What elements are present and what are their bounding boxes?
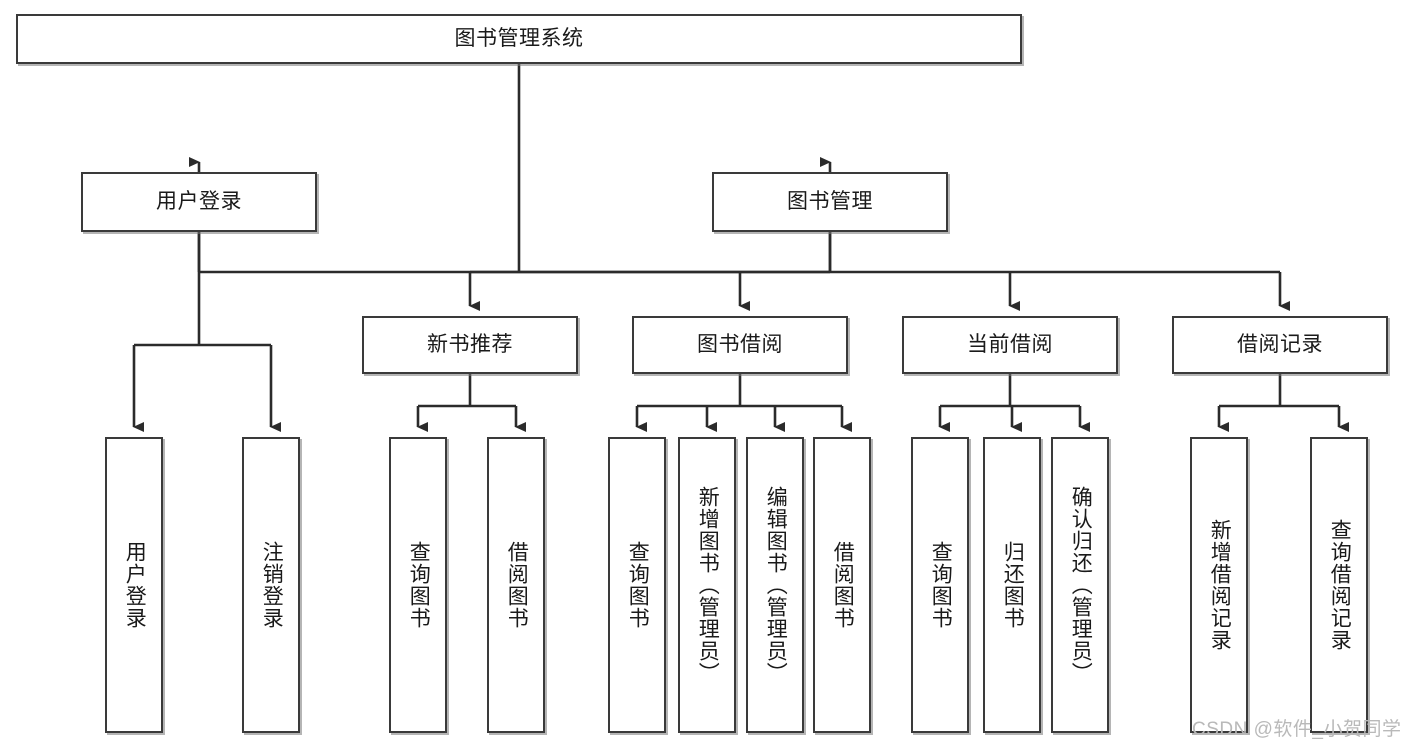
node-leaf-logout[interactable]: 注销登录 [242,437,300,733]
node-book-borrow[interactable]: 图书借阅 [632,316,848,374]
node-user-login-label: 用户登录 [156,189,242,213]
node-leaf-return-book[interactable]: 归还图书 [983,437,1041,733]
node-leaf-query-book-1-label: 查询图书 [407,541,431,629]
node-leaf-query-book-3[interactable]: 查询图书 [911,437,969,733]
node-leaf-query-record-label: 查询借阅记录 [1328,519,1352,651]
node-leaf-add-record[interactable]: 新增借阅记录 [1190,437,1248,733]
node-leaf-logout-label: 注销登录 [260,541,284,629]
node-current-borrow[interactable]: 当前借阅 [902,316,1118,374]
node-leaf-borrow-book-1[interactable]: 借阅图书 [487,437,545,733]
node-leaf-add-book-label: 新增图书（管理员） [696,486,720,684]
node-root-label: 图书管理系统 [454,26,584,50]
node-borrow-record-label: 借阅记录 [1237,332,1323,356]
node-leaf-query-record[interactable]: 查询借阅记录 [1310,437,1368,733]
node-book-borrow-label: 图书借阅 [697,332,783,356]
node-leaf-edit-book[interactable]: 编辑图书（管理员） [746,437,804,733]
node-leaf-borrow-book-1-label: 借阅图书 [505,541,529,629]
node-new-book-recommend[interactable]: 新书推荐 [362,316,578,374]
node-leaf-borrow-book-2-label: 借阅图书 [831,541,855,629]
node-new-book-recommend-label: 新书推荐 [427,332,513,356]
node-leaf-add-book[interactable]: 新增图书（管理员） [678,437,736,733]
node-leaf-user-login-label: 用户登录 [123,541,147,629]
node-borrow-record[interactable]: 借阅记录 [1172,316,1388,374]
node-book-manage[interactable]: 图书管理 [712,172,948,232]
node-leaf-query-book-2[interactable]: 查询图书 [608,437,666,733]
node-leaf-return-book-label: 归还图书 [1001,541,1025,629]
node-book-manage-label: 图书管理 [787,189,873,213]
node-leaf-user-login[interactable]: 用户登录 [105,437,163,733]
node-leaf-confirm-return-label: 确认归还（管理员） [1069,486,1093,684]
node-root[interactable]: 图书管理系统 [16,14,1022,64]
node-current-borrow-label: 当前借阅 [967,332,1053,356]
node-user-login[interactable]: 用户登录 [81,172,317,232]
node-leaf-edit-book-label: 编辑图书（管理员） [764,486,788,684]
node-leaf-query-book-1[interactable]: 查询图书 [389,437,447,733]
node-leaf-query-book-3-label: 查询图书 [929,541,953,629]
node-leaf-borrow-book-2[interactable]: 借阅图书 [813,437,871,733]
node-leaf-add-record-label: 新增借阅记录 [1208,519,1232,651]
node-leaf-query-book-2-label: 查询图书 [626,541,650,629]
node-leaf-confirm-return[interactable]: 确认归还（管理员） [1051,437,1109,733]
